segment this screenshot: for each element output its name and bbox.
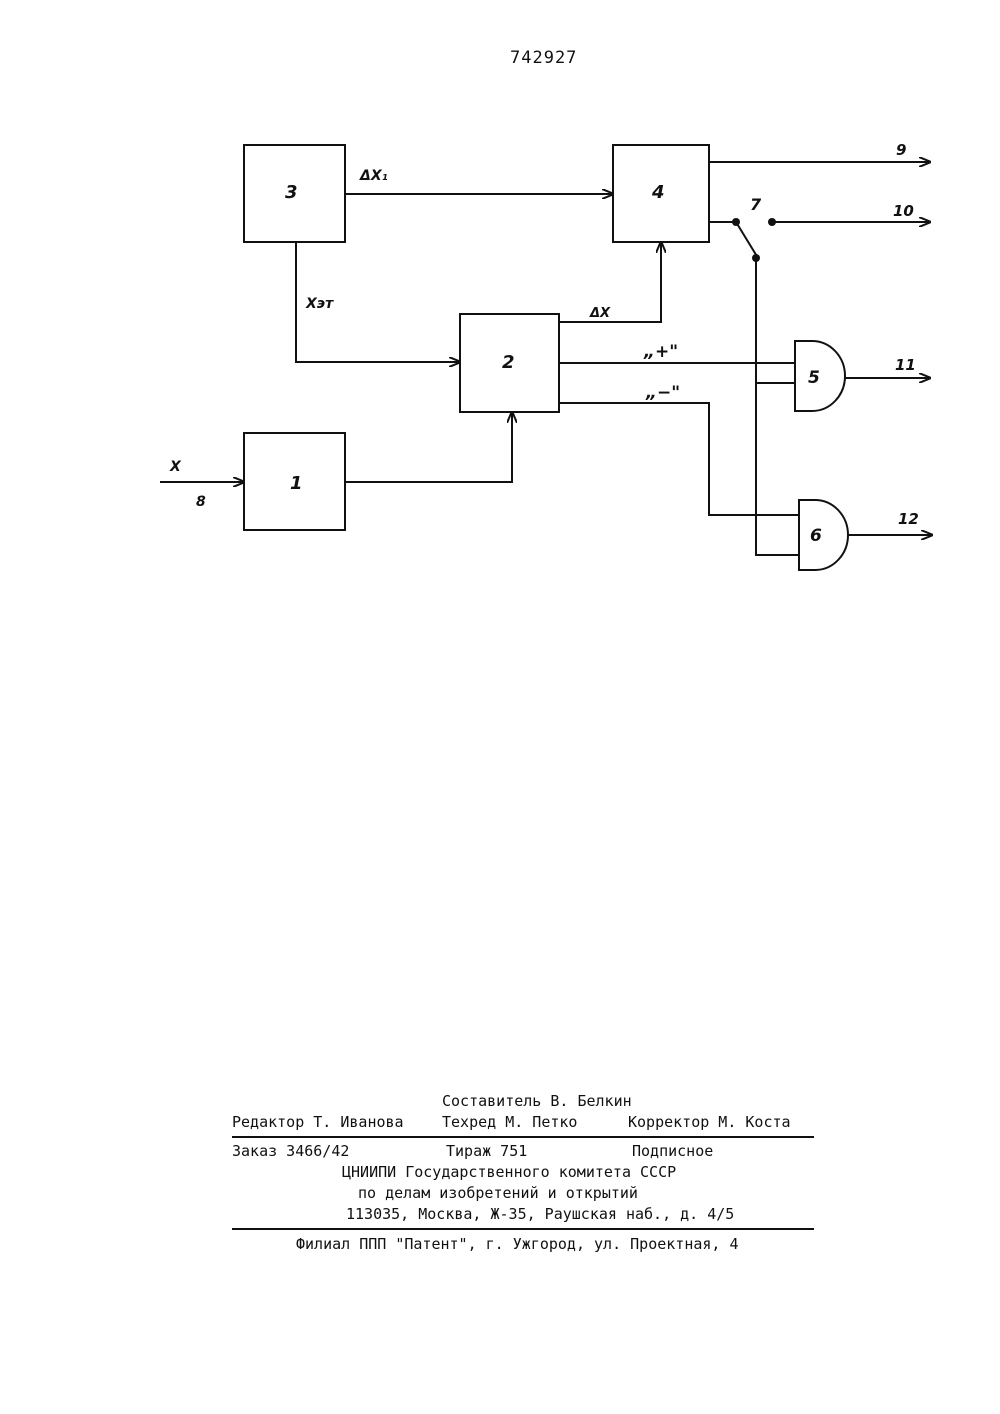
switch-7-label: 7 [750, 195, 762, 214]
switch-7-contact-out [768, 218, 776, 226]
switch-7-contact-gates [752, 254, 760, 262]
subscription: Подписное [632, 1142, 713, 1160]
block-2-label: 2 [502, 352, 515, 373]
switch-7-blade [736, 222, 758, 258]
switch-7-pivot [732, 218, 740, 226]
signal-minus-label: „−" [645, 383, 680, 403]
block-3-label: 3 [285, 182, 298, 203]
input-x-label: X [169, 459, 182, 475]
compiler: Составитель В. Белкин [442, 1092, 632, 1110]
input-8-label: 8 [196, 494, 206, 510]
branch: Филиал ППП "Патент", г. Ужгород, ул. Про… [296, 1235, 739, 1253]
colophon-rule-top [232, 1136, 814, 1138]
gate-5-label: 5 [808, 368, 820, 388]
wire-minus [559, 403, 799, 515]
and-gate-6 [799, 500, 848, 570]
order: Заказ 3466/42 [232, 1142, 349, 1160]
address: 113035, Москва, Ж-35, Раушская наб., д. … [346, 1205, 734, 1223]
block-4-label: 4 [651, 182, 665, 203]
signal-xet-label: Xэт [305, 296, 334, 312]
wire-switch-common [756, 258, 795, 383]
gate-6-label: 6 [810, 526, 822, 546]
corrector: Корректор М. Коста [628, 1113, 791, 1131]
block-1-label: 1 [290, 473, 303, 494]
output-9-label: 9 [896, 141, 906, 159]
and-gate-5 [795, 341, 845, 411]
output-12-label: 12 [898, 510, 919, 528]
output-11-label: 11 [895, 356, 916, 374]
techred: Техред М. Петко [442, 1113, 577, 1131]
wire-switch-common-2 [756, 383, 799, 555]
output-10-label: 10 [893, 202, 914, 220]
editor: Редактор Т. Иванова [232, 1113, 404, 1131]
organization-line-2: по делам изобретений и открытий [358, 1184, 638, 1202]
organization-line-1: ЦНИИПИ Государственного комитета СССР [342, 1163, 676, 1181]
circulation: Тираж 751 [446, 1142, 527, 1160]
signal-dx1-label: ΔX₁ [359, 168, 388, 184]
colophon-rule-bottom [232, 1228, 814, 1230]
wire-1-2 [345, 412, 512, 482]
signal-plus-label: „+" [643, 342, 678, 362]
signal-dx-label: ΔX [589, 306, 611, 321]
block-diagram: 3 4 2 1 5 6 ΔX₁ Xэт ΔX „+" „−" X 8 9 10 … [0, 0, 1000, 620]
